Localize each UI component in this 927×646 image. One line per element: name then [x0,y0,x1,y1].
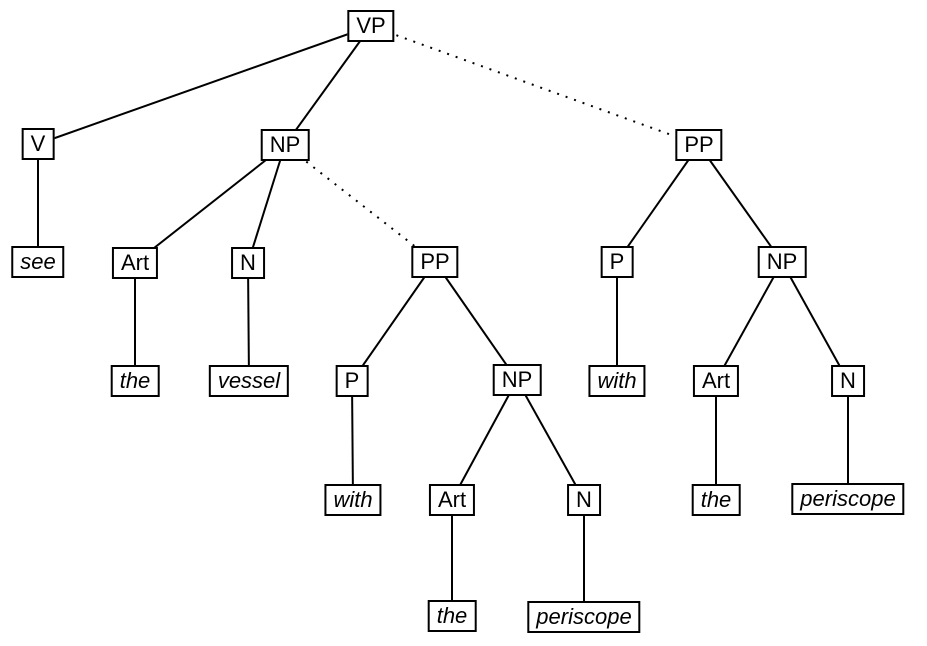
tree-edge-pp2-p2 [616,144,700,263]
tree-edge-pp1-p1 [351,261,436,382]
tree-node-the1: the [110,365,160,397]
tree-node-vp: VP [347,10,395,42]
tree-node-art1: Art [111,247,159,279]
tree-edge-vp-v [37,25,372,145]
tree-edge-pp2-np3 [698,144,783,263]
tree-node-np2: NP [492,364,542,396]
tree-node-see: see [11,246,65,278]
tree-edge-np1-n1 [247,144,286,264]
tree-node-periscope2: periscope [527,601,641,633]
tree-node-pp2: PP [675,129,723,161]
tree-edge-vp-np1 [284,25,372,146]
tree-node-the3: the [691,484,741,516]
tree-node-the2: the [427,600,477,632]
tree-edge-vp-pp2-dotted [370,25,700,146]
tree-node-art2: Art [428,484,476,516]
tree-node-vessel: vessel [208,365,290,397]
tree-node-pp1: PP [411,246,459,278]
tree-node-np3: NP [757,246,807,278]
tree-edge-np2-n2 [516,379,585,501]
tree-edge-np3-n3 [781,261,849,382]
tree-edge-np3-art3 [715,261,783,382]
tree-node-p2: P [600,246,634,278]
tree-node-with2: with [588,365,646,397]
tree-edge-pp1-np2 [434,261,518,381]
tree-node-n2: N [567,484,601,516]
tree-edge-np2-art2 [451,379,518,501]
tree-node-np1: NP [260,129,310,161]
tree-edge-n1-vessel [247,262,250,382]
tree-edge-np1-pp1-dotted [284,144,436,263]
tree-node-periscope3: periscope [791,483,905,515]
tree-node-n1: N [231,247,265,279]
tree-node-n3: N [831,365,865,397]
tree-edge-p1-with1 [351,380,354,501]
tree-node-v: V [21,128,55,160]
tree-node-art3: Art [692,365,740,397]
tree-node-with1: with [324,484,382,516]
tree-node-p1: P [335,365,369,397]
tree-edge-np1-art1 [134,144,286,264]
